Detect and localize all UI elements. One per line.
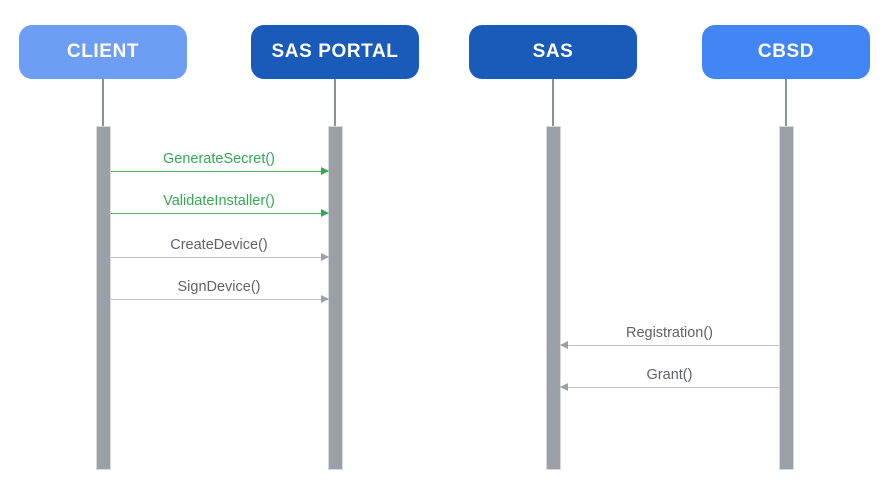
actor-cbsd-activation-bar bbox=[778, 126, 794, 470]
actor-sas-lifeline bbox=[552, 79, 554, 126]
message-line bbox=[559, 341, 779, 350]
actor-cbsd-label: CBSD bbox=[757, 41, 815, 62]
arrowhead-left-icon bbox=[559, 383, 568, 392]
message-create-device: CreateDevice() bbox=[110, 226, 329, 262]
arrowhead-right-icon bbox=[320, 253, 329, 262]
message-line bbox=[559, 383, 779, 392]
actor-cbsd: CBSD bbox=[702, 25, 870, 470]
actor-cbsd-box: CBSD bbox=[702, 25, 870, 79]
message-sign-device: SignDevice() bbox=[110, 268, 329, 304]
message-validate-installer: ValidateInstaller() bbox=[110, 182, 329, 218]
actor-client-box: CLIENT bbox=[19, 25, 187, 79]
actor-client-activation-bar bbox=[95, 126, 111, 470]
actor-sas-portal: SAS PORTAL bbox=[251, 25, 419, 470]
actor-client: CLIENT bbox=[19, 25, 187, 470]
message-label: Grant() bbox=[646, 367, 693, 383]
actor-sas: SAS bbox=[469, 25, 637, 470]
actor-client-label: CLIENT bbox=[66, 41, 140, 62]
message-label: SignDevice() bbox=[177, 279, 261, 295]
actor-sas-box: SAS bbox=[469, 25, 637, 79]
arrowhead-right-icon bbox=[320, 209, 329, 218]
message-label: ValidateInstaller() bbox=[163, 193, 275, 209]
message-line bbox=[110, 295, 329, 304]
message-label: Registration() bbox=[625, 325, 714, 341]
actor-sas-label: SAS bbox=[532, 41, 574, 62]
actor-cbsd-lifeline bbox=[785, 79, 787, 126]
arrowhead-right-icon bbox=[320, 295, 329, 304]
actor-sas-portal-lifeline bbox=[334, 79, 336, 126]
message-grant: Grant() bbox=[559, 356, 779, 392]
arrowhead-left-icon bbox=[559, 341, 568, 350]
message-line bbox=[110, 209, 329, 218]
arrowhead-right-icon bbox=[320, 167, 329, 176]
message-registration: Registration() bbox=[559, 314, 779, 350]
actor-sas-activation-bar bbox=[545, 126, 561, 470]
actor-sas-portal-activation-bar bbox=[327, 126, 343, 470]
message-label: GenerateSecret() bbox=[162, 151, 276, 167]
message-generate-secret: GenerateSecret() bbox=[110, 140, 329, 176]
message-label: CreateDevice() bbox=[170, 237, 268, 253]
actor-sas-portal-label: SAS PORTAL bbox=[271, 41, 399, 62]
message-line bbox=[110, 253, 329, 262]
actor-client-lifeline bbox=[102, 79, 104, 126]
message-line bbox=[110, 167, 329, 176]
actor-sas-portal-box: SAS PORTAL bbox=[251, 25, 419, 79]
